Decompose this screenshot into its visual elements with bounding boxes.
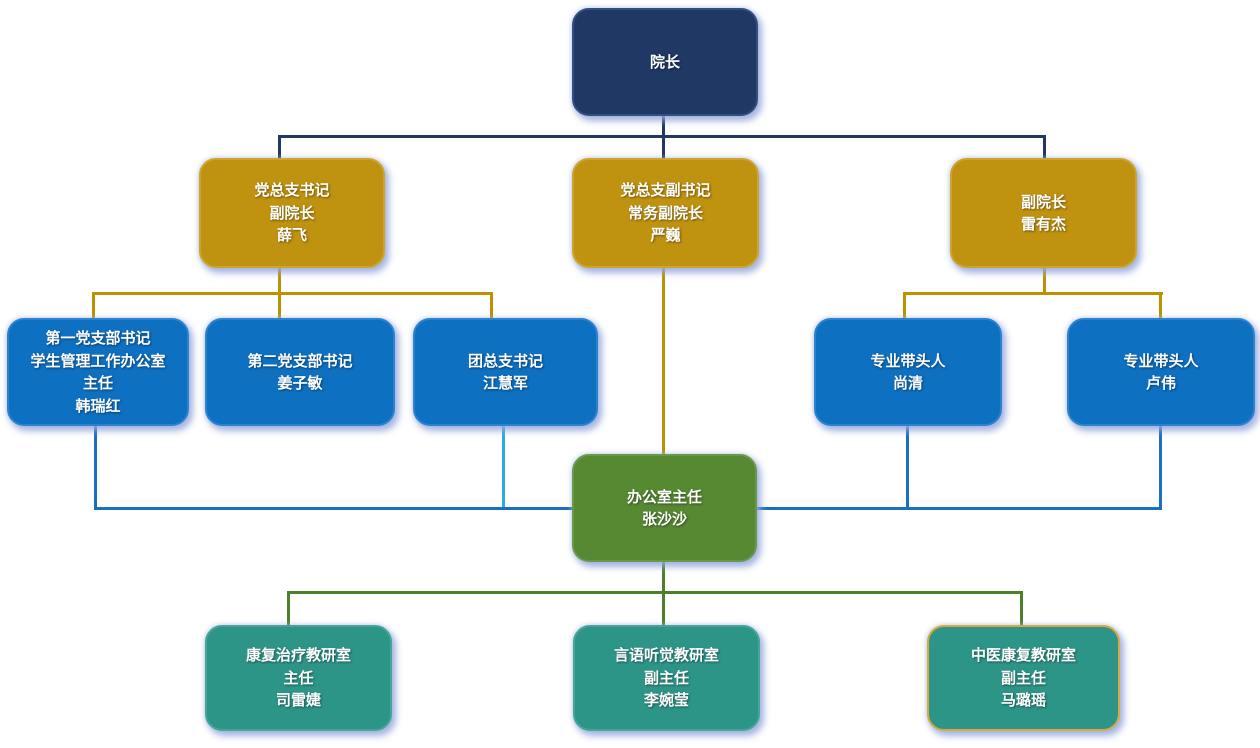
org-node-deputy-party-secretary: 党总支副书记 常务副院长 严巍 xyxy=(572,158,759,268)
org-node-dean-label: 院长 xyxy=(649,52,680,71)
org-node-deputy-party-secretary-label: 党总支副书记 常务副院长 严巍 xyxy=(620,181,711,245)
connector-vicedean-drop-leader1 xyxy=(903,292,906,320)
org-node-office-director: 办公室主任 张沙沙 xyxy=(572,454,757,562)
connector-deputy-to-office xyxy=(662,266,665,456)
connector-party-rail xyxy=(92,292,493,295)
org-node-rehab-section: 康复治疗教研室 主任 司雷婕 xyxy=(205,625,392,731)
connector-left-rail-to-office xyxy=(94,507,574,510)
org-node-dean: 院长 xyxy=(572,8,758,116)
org-node-program-leader2-label: 专业带头人 卢伟 xyxy=(1123,351,1199,393)
connector-office-drop-rehab xyxy=(287,591,290,627)
org-node-youth-league-label: 团总支书记 江慧军 xyxy=(467,351,543,393)
connector-vicedean-rail xyxy=(903,292,1163,295)
org-node-youth-league: 团总支书记 江慧军 xyxy=(413,318,598,426)
org-node-program-leader1: 专业带头人 尚清 xyxy=(814,318,1002,426)
connector-office-trunk xyxy=(662,560,665,628)
org-node-office-director-label: 办公室主任 张沙沙 xyxy=(626,487,702,529)
connector-root-drop-left xyxy=(278,135,281,160)
org-node-vice-dean: 副院长 雷有杰 xyxy=(950,158,1137,268)
connector-leader2-down xyxy=(1159,424,1162,510)
connector-root-rail xyxy=(278,135,1046,138)
connector-branch1-down xyxy=(94,424,97,510)
connector-party-drop-youth-league xyxy=(490,292,493,320)
org-node-vice-dean-label: 副院长 雷有杰 xyxy=(1020,192,1066,234)
org-node-branch2: 第二党支部书记 姜子敏 xyxy=(205,318,395,426)
connector-leader1-down xyxy=(906,424,909,510)
org-node-tcm-section-label: 中医康复教研室 副主任 马璐瑶 xyxy=(970,646,1076,710)
connector-vicedean-drop-leader2 xyxy=(1159,292,1162,320)
connector-root-drop-right xyxy=(1043,135,1046,160)
connector-right-rail-to-office xyxy=(757,507,1162,510)
connector-youth-league-down-cyan xyxy=(502,424,505,507)
connector-office-rail xyxy=(287,591,1023,594)
org-node-branch1-label: 第一党支部书记 学生管理工作办公室 主任 韩瑞红 xyxy=(30,329,166,415)
connector-root-trunk xyxy=(662,116,665,160)
org-node-branch1: 第一党支部书记 学生管理工作办公室 主任 韩瑞红 xyxy=(7,318,189,426)
org-node-program-leader1-label: 专业带头人 尚清 xyxy=(870,351,946,393)
org-node-speech-section-label: 言语听觉教研室 副主任 李婉莹 xyxy=(613,646,719,710)
connector-office-drop-tcm xyxy=(1020,591,1023,627)
org-node-program-leader2: 专业带头人 卢伟 xyxy=(1067,318,1255,426)
org-node-party-secretary: 党总支书记 副院长 薛飞 xyxy=(199,158,385,268)
org-node-speech-section: 言语听觉教研室 副主任 李婉莹 xyxy=(573,625,760,731)
connector-party-drop-branch1 xyxy=(92,292,95,320)
connector-vicedean-trunk xyxy=(1043,266,1046,295)
org-node-branch2-label: 第二党支部书记 姜子敏 xyxy=(247,351,353,393)
org-node-party-secretary-label: 党总支书记 副院长 薛飞 xyxy=(254,181,330,245)
org-node-rehab-section-label: 康复治疗教研室 主任 司雷婕 xyxy=(245,646,351,710)
org-node-tcm-section: 中医康复教研室 副主任 马璐瑶 xyxy=(927,625,1120,731)
